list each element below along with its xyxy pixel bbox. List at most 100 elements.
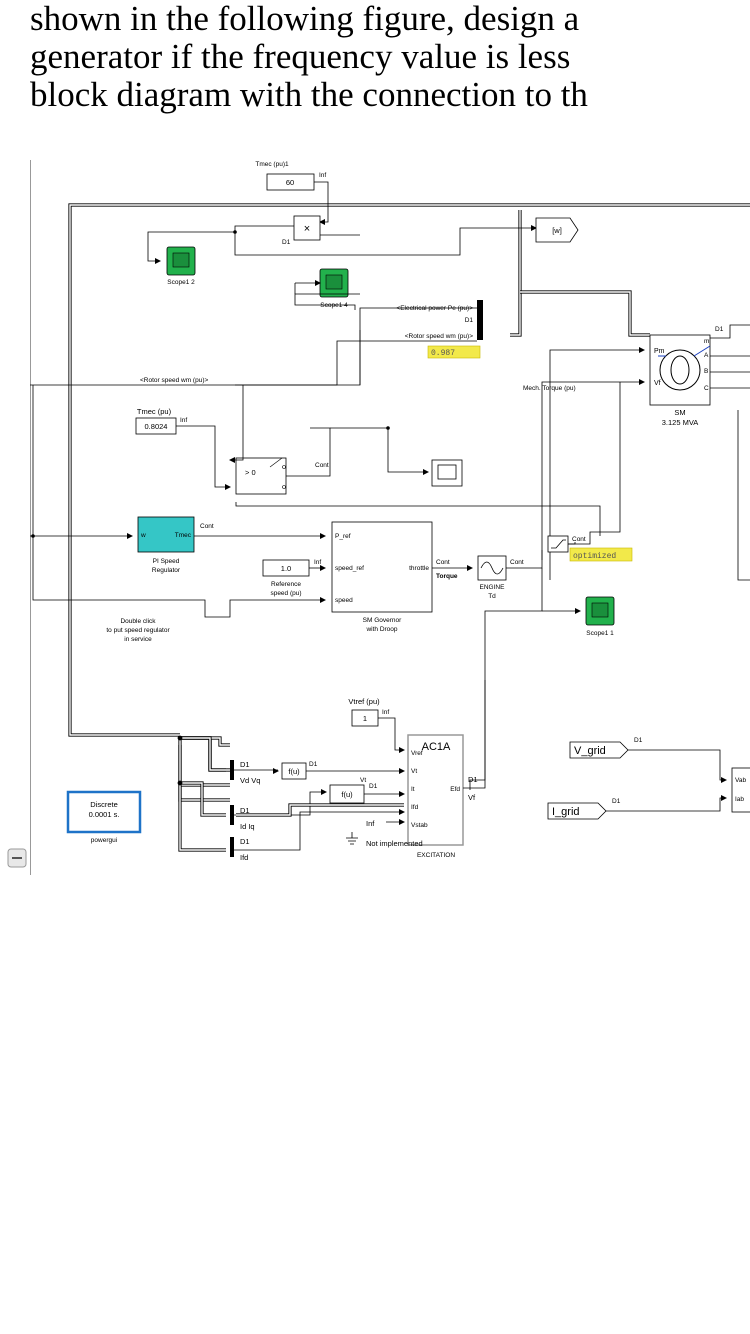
sm-governor[interactable]: P_ref speed_ref speed throttle SM Govern… [331, 521, 458, 633]
fcn1-tag: D1 [309, 761, 318, 768]
exc-out-tag: D1 [468, 775, 478, 784]
bus-selector-tag: D1 [465, 317, 474, 324]
product-symbol: × [304, 223, 310, 235]
ref-speed-label-2: speed (pu) [270, 590, 301, 597]
question-line-1: shown in the following figure, design a [30, 0, 580, 38]
measurement-block[interactable]: Vab Iab [731, 767, 750, 813]
goto-w[interactable]: [w] [535, 217, 579, 243]
tmec-pu-value: 0.8024 [145, 422, 168, 431]
mech-torque-label: Mech. Torque (pu) [523, 385, 576, 392]
rotor-speed-line-label: <Rotor speed wm (pu)> [140, 377, 208, 384]
double-click-note: Double click to put speed regulator in s… [106, 618, 170, 643]
product-block[interactable]: × D1 [282, 215, 321, 246]
engine-sub: Td [488, 593, 496, 600]
sm-port-b: B [704, 368, 708, 375]
sel-idiq-label: Id Iq [240, 822, 255, 831]
sm-port-c: C [704, 385, 709, 392]
gov-port-pref: P_ref [335, 533, 351, 540]
product-tag: D1 [282, 239, 291, 246]
scope12-label: Scope1 2 [167, 279, 195, 286]
switch-scope[interactable] [431, 459, 463, 487]
synchronous-machine[interactable]: Pm Vf m A B C D1 SM 3.125 MVA [649, 326, 724, 427]
exc-port-vstab: Vstab [411, 822, 428, 829]
sel-ifd-tag: D1 [240, 837, 250, 846]
gov-port-speedref: speed_ref [335, 565, 364, 572]
simulink-diagram: Tmec (pu)1 60 Inf × D1 [w] Scope1 2 Scop… [30, 160, 750, 875]
fcn2-tag: D1 [369, 783, 378, 790]
bus-selector-pe: <Electrical power Pe (pu)> [396, 305, 473, 312]
note-line-1: Double click [120, 618, 156, 625]
switch-block[interactable]: > 0 Cont [235, 457, 329, 495]
scope14-label: Scope1 4 [320, 302, 348, 309]
sm-port-vf: Vf [654, 380, 661, 387]
engine-tag: Cont [510, 559, 524, 566]
sm-name: SM [674, 408, 685, 417]
tmec-pu1-name: Tmec (pu)1 [255, 161, 289, 168]
exc-port-it: It [411, 786, 415, 793]
vtref-name: Vtref (pu) [348, 697, 380, 706]
selector-idiq[interactable]: D1 Id Iq [230, 805, 255, 831]
sm-port-a: A [704, 352, 709, 359]
exc-port-efd: Efd [450, 786, 460, 793]
note-line-2: to put speed regulator [106, 627, 170, 634]
optimized-display: optimized [569, 547, 633, 562]
gov-torque-label: Torque [436, 573, 458, 580]
sm-tag: D1 [715, 326, 724, 333]
vtref-constant[interactable]: Vtref (pu) 1 Inf [348, 697, 389, 727]
collapse-button[interactable] [7, 848, 27, 868]
fcn-block-2[interactable]: f(u) D1 Vt [329, 777, 378, 804]
not-implemented-label: Not implemented [366, 839, 423, 848]
tmec-pu-constant[interactable]: Tmec (pu) 0.8024 Inf [135, 407, 187, 435]
i-grid-label: I_grid [552, 806, 580, 818]
selector-vdvq[interactable]: D1 Vd Vq [230, 760, 260, 785]
exc-port-vt: Vt [411, 768, 417, 775]
engine-name: ENGINE [480, 584, 506, 591]
inf-const-label: Inf [366, 819, 375, 828]
gov-name-1: SM Governor [363, 617, 402, 624]
exc-port-vref: Vref [411, 750, 423, 757]
pi-port-out: Tmec [175, 532, 192, 539]
question-text: shown in the following figure, design a … [30, 0, 750, 160]
switch-criteria: > 0 [245, 468, 256, 477]
sm-rating: 3.125 MVA [662, 418, 699, 427]
pi-port-in: w [140, 532, 146, 539]
scope11-label: Scope1 1 [586, 630, 614, 637]
tmec-pu1-tag: Inf [319, 172, 326, 179]
pi-tag: Cont [200, 523, 214, 530]
tmec-pu1-value: 60 [286, 178, 294, 187]
powergui-block[interactable]: Discrete 0.0001 s. powergui [66, 790, 142, 844]
fcn2-signal: Vt [360, 777, 366, 784]
meas-port-vab: Vab [735, 777, 746, 784]
scope12[interactable]: Scope1 2 [166, 246, 196, 286]
bus-selector[interactable]: <Electrical power Pe (pu)> D1 <Rotor spe… [396, 300, 483, 340]
i-grid-tag: D1 [612, 798, 621, 805]
fcn-block-1[interactable]: f(u) D1 [281, 761, 318, 780]
powergui-sample: 0.0001 s. [89, 810, 120, 819]
exc-port-ifd: Ifd [411, 804, 419, 811]
ref-speed-tag: Inf [314, 559, 321, 566]
exc-title: AC1A [422, 741, 451, 753]
excitation-block[interactable]: AC1A Vref Vt It Ifd Vstab Efd EXCITATION… [407, 734, 478, 859]
scope14[interactable]: Scope1 4 [319, 268, 349, 309]
selector-ifd[interactable]: D1 Ifd [230, 837, 250, 862]
reference-speed[interactable]: 1.0 Inf Reference speed (pu) [262, 559, 321, 597]
vstab-inf-constant[interactable]: Inf Not implemented [346, 819, 423, 848]
goto-w-label: [w] [552, 226, 562, 235]
from-i-grid[interactable]: I_grid D1 [547, 798, 621, 820]
sm-port-m: m [704, 338, 709, 345]
engine-td[interactable]: ENGINE Td Cont [477, 555, 524, 600]
tmec-pu1-constant[interactable]: Tmec (pu)1 60 Inf [255, 161, 326, 191]
sel-vdvq-label: Vd Vq [240, 776, 260, 785]
pi-name-2: Regulator [152, 567, 181, 574]
v-grid-tag: D1 [634, 737, 643, 744]
fcn2-label: f(u) [341, 790, 353, 799]
from-v-grid[interactable]: V_grid D1 [569, 737, 643, 759]
tmec-pu-tag: Inf [180, 417, 187, 424]
pi-name-1: PI Speed [153, 558, 180, 565]
v-grid-label: V_grid [574, 745, 606, 757]
speed-display-value: 0.987 [431, 349, 455, 358]
measurement-bus [68, 203, 750, 802]
pi-speed-regulator[interactable]: w Tmec PI Speed Regulator Cont [137, 516, 214, 574]
scope11[interactable]: Scope1 1 [585, 596, 615, 637]
gov-name-2: with Droop [365, 626, 397, 633]
